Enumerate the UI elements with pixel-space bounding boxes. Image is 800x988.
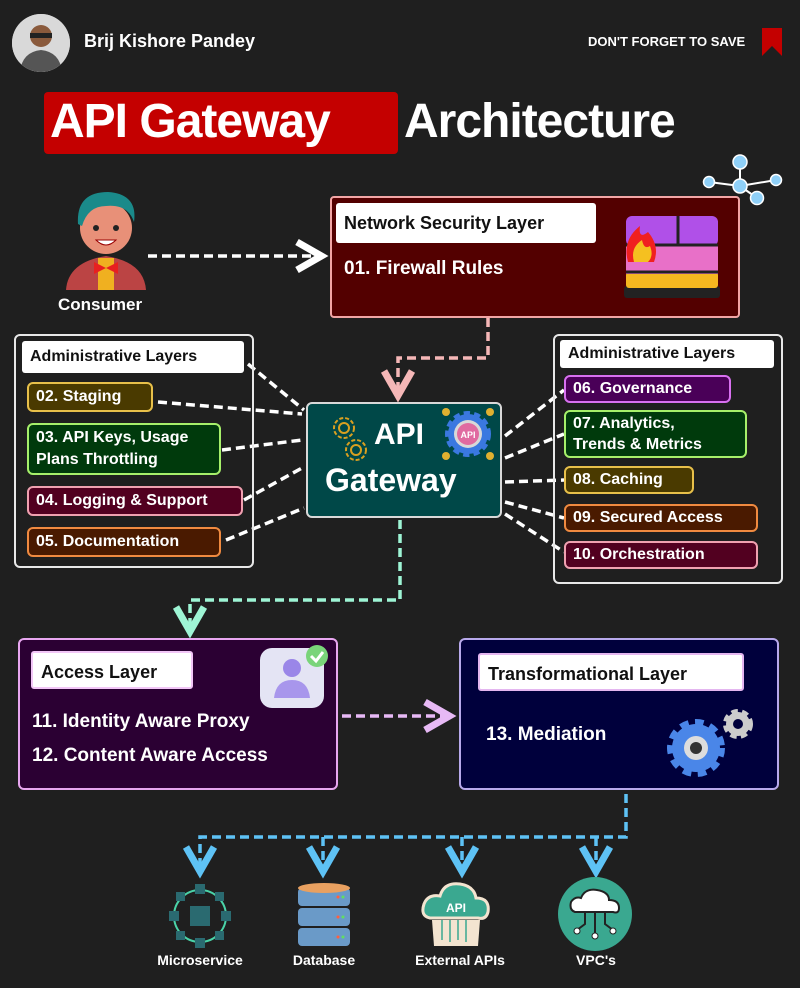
- microservice-icon: [169, 884, 231, 948]
- gateway-title-line1: API: [374, 418, 425, 451]
- admin-item-analytics-line1: 07. Analytics,: [573, 415, 675, 432]
- admin-item-staging: 02. Staging: [27, 382, 153, 412]
- admin-item-logging: 04. Logging & Support: [27, 486, 243, 516]
- network-security-header: Network Security Layer: [336, 203, 596, 243]
- gears-icon: [667, 709, 753, 777]
- access-layer-header: Access Layer: [31, 651, 193, 689]
- verified-user-icon: [260, 645, 328, 708]
- admin-right-header: Administrative Layers: [560, 340, 774, 368]
- admin-item-caching: 08. Caching: [564, 466, 694, 494]
- api-badge-text: API: [460, 430, 475, 440]
- transformational-layer-header: Transformational Layer: [478, 653, 744, 691]
- destination-vpcs-label: VPC's: [576, 952, 616, 968]
- admin-item-orchestration: 10. Orchestration: [564, 541, 758, 569]
- consumer-label: Consumer: [58, 295, 143, 314]
- network-to-gateway-arrow: [398, 318, 490, 392]
- access-item-identity-proxy: 11. Identity Aware Proxy: [32, 711, 250, 732]
- admin-left-header: Administrative Layers: [22, 341, 244, 373]
- firewall-rules-item: 01. Firewall Rules: [344, 258, 504, 279]
- transform-item-mediation: 13. Mediation: [486, 724, 607, 745]
- admin-layers-left: [14, 334, 254, 568]
- admin-item-documentation: 05. Documentation: [27, 527, 221, 557]
- admin-layers-right: [553, 334, 783, 584]
- author-avatar: [12, 14, 70, 72]
- api-cloud-icon: API: [421, 882, 490, 946]
- author-name: Brij Kishore Pandey: [84, 31, 256, 51]
- admin-item-api-keys-line2: Plans Throttling: [36, 451, 158, 468]
- firewall-icon: [624, 216, 720, 298]
- destination-microservice-label: Microservice: [157, 952, 243, 968]
- api-gear-icon: API: [442, 408, 494, 460]
- admin-item-governance: 06. Governance: [564, 375, 731, 403]
- gears-outline-icon: [333, 417, 367, 461]
- consumer-avatar-icon: [66, 192, 146, 290]
- svg-text:API: API: [446, 901, 466, 915]
- title-highlight-bg: [44, 92, 398, 154]
- network-nodes-icon: [702, 154, 783, 206]
- admin-item-analytics-line2: Trends & Metrics: [573, 436, 702, 453]
- destination-database-label: Database: [292, 952, 356, 968]
- database-icon: [298, 883, 350, 946]
- vpc-cloud-icon: [558, 877, 632, 951]
- access-item-content-access: 12. Content Aware Access: [32, 745, 268, 766]
- transform-to-destinations-arrow: [200, 794, 628, 868]
- admin-item-analytics: 07. Analytics, Trends & Metrics: [564, 410, 747, 458]
- save-reminder: DON'T FORGET TO SAVE: [588, 34, 746, 49]
- admin-item-api-keys: 03. API Keys, Usage Plans Throttling: [27, 423, 221, 475]
- destination-external-apis-label: External APIs: [415, 952, 505, 968]
- admin-item-secured-access: 09. Secured Access: [564, 504, 758, 532]
- bookmark-icon: [762, 28, 782, 56]
- page-title-highlight: API Gateway: [50, 95, 331, 148]
- gateway-title-line2: Gateway: [325, 462, 457, 498]
- admin-item-api-keys-line1: 03. API Keys, Usage: [36, 429, 189, 446]
- page-title-rest: Architecture: [404, 95, 676, 148]
